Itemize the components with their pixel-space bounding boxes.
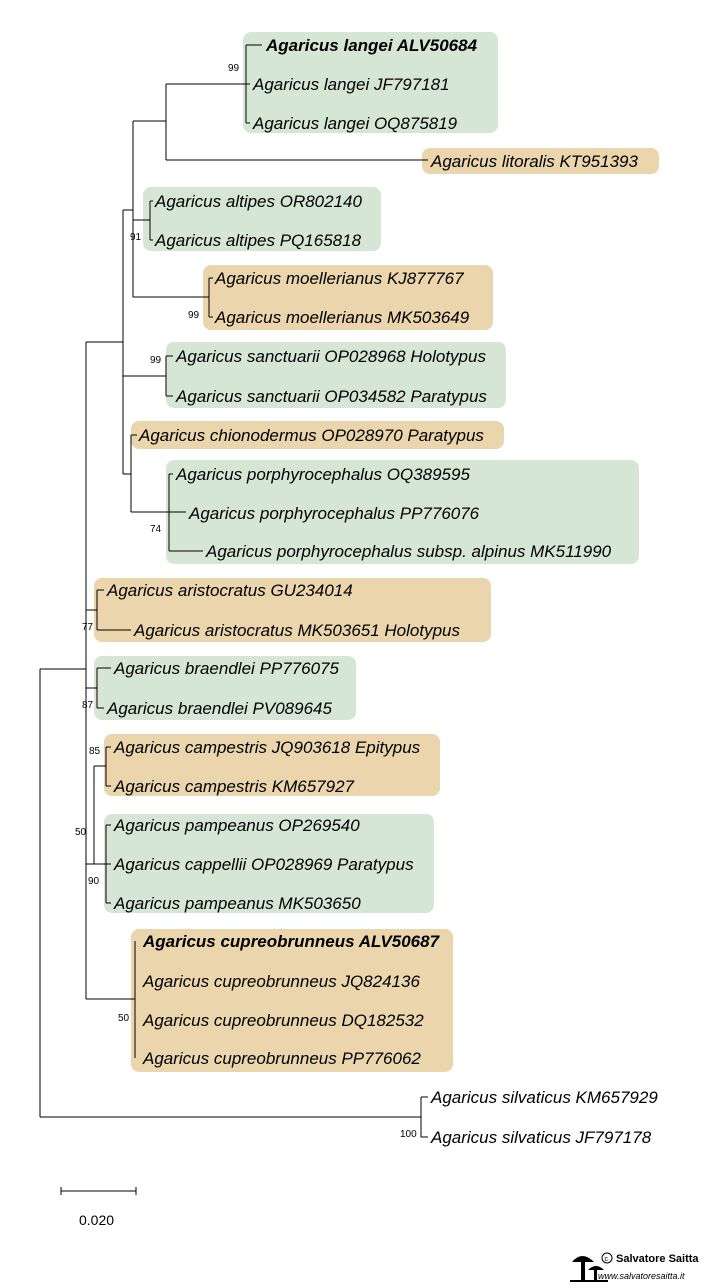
clade-box-cupreobrunneus <box>131 929 453 1072</box>
taxon-label: Agaricus pampeanus OP269540 <box>113 816 360 835</box>
bootstrap-value: 99 <box>228 63 240 74</box>
taxon-label: Agaricus cupreobrunneus PP776062 <box>142 1049 421 1068</box>
clade-box-aristocratus <box>94 578 491 642</box>
taxon-label: Agaricus aristocratus GU234014 <box>106 581 353 600</box>
taxon-label: Agaricus braendlei PP776075 <box>113 659 339 678</box>
taxon-label: Agaricus altipes OR802140 <box>154 192 363 211</box>
bootstrap-value: 91 <box>130 232 142 243</box>
bootstrap-value: 99 <box>188 310 200 321</box>
bootstrap-values: 99 91 99 99 74 77 87 85 50 90 50 100 <box>75 63 417 1140</box>
watermark-name: Salvatore Saitta <box>616 1253 699 1265</box>
scale-bar: 0.020 <box>60 1187 137 1228</box>
clade-box-langei <box>243 32 498 133</box>
bootstrap-value: 99 <box>150 355 162 366</box>
clade-box-altipes <box>143 187 381 251</box>
taxon-label: Agaricus altipes PQ165818 <box>154 231 362 250</box>
taxon-label: Agaricus langei ALV50684 <box>265 36 478 55</box>
taxon-labels: Agaricus langei ALV50684 Agaricus langei… <box>106 36 658 1147</box>
bootstrap-value: 50 <box>118 1013 130 1024</box>
taxon-label: Agaricus chionodermus OP028970 Paratypus <box>138 426 484 445</box>
taxon-label: Agaricus porphyrocephalus subsp. alpinus… <box>205 542 612 561</box>
copyright-glyph: c <box>605 1256 609 1263</box>
clade-box-campestris <box>104 734 440 796</box>
taxon-label: Agaricus campestris JQ903618 Epitypus <box>113 738 421 757</box>
taxon-label: Agaricus sanctuarii OP028968 Holotypus <box>175 347 486 366</box>
bootstrap-value: 90 <box>88 876 100 887</box>
taxon-label: Agaricus porphyrocephalus PP776076 <box>188 504 480 523</box>
taxon-label: Agaricus silvaticus KM657929 <box>430 1088 658 1107</box>
clade-box-sanctuarii <box>166 342 506 408</box>
taxon-label: Agaricus moellerianus KJ877767 <box>214 269 464 288</box>
taxon-label: Agaricus cupreobrunneus DQ182532 <box>142 1011 424 1030</box>
taxon-label: Agaricus langei JF797181 <box>252 75 450 94</box>
bootstrap-value: 87 <box>82 700 94 711</box>
bootstrap-value: 85 <box>89 746 101 757</box>
clade-box-litoralis <box>422 148 659 174</box>
clade-box-braendlei <box>94 656 356 720</box>
clade-box-chionodermus <box>131 421 504 449</box>
tree-branches <box>39 44 428 1138</box>
taxon-label: Agaricus cappellii OP028969 Paratypus <box>113 855 414 874</box>
taxon-label: Agaricus porphyrocephalus OQ389595 <box>175 465 470 484</box>
taxon-label: Agaricus sanctuarii OP034582 Paratypus <box>175 387 487 406</box>
scale-bar-label: 0.020 <box>79 1212 114 1228</box>
taxon-label: Agaricus braendlei PV089645 <box>106 699 332 718</box>
clade-box-pampeanus <box>104 814 434 913</box>
clade-box-porphyrocephalus <box>166 460 639 564</box>
taxon-label: Agaricus pampeanus MK503650 <box>113 894 361 913</box>
taxon-label: Agaricus silvaticus JF797178 <box>430 1128 652 1147</box>
watermark: c Salvatore Saitta www.salvatoresaitta.i… <box>570 1252 699 1282</box>
bootstrap-value: 74 <box>150 524 162 535</box>
taxon-label: Agaricus cupreobrunneus ALV50687 <box>142 932 441 951</box>
taxon-label: Agaricus campestris KM657927 <box>113 777 355 796</box>
bootstrap-value: 50 <box>75 827 87 838</box>
mushroom-logo-icon <box>570 1256 608 1282</box>
taxon-label: Agaricus cupreobrunneus JQ824136 <box>142 972 420 991</box>
clade-box-moellerianus <box>203 265 493 330</box>
taxon-label: Agaricus moellerianus MK503649 <box>214 308 470 327</box>
copyright-icon <box>601 1252 613 1264</box>
clade-boxes <box>94 32 659 1072</box>
taxon-label: Agaricus langei OQ875819 <box>252 114 458 133</box>
bootstrap-value: 100 <box>400 1129 417 1140</box>
taxon-label: Agaricus litoralis KT951393 <box>430 152 638 171</box>
watermark-url: www.salvatoresaitta.it <box>598 1271 685 1281</box>
taxon-label: Agaricus aristocratus MK503651 Holotypus <box>133 621 460 640</box>
bootstrap-value: 77 <box>82 622 94 633</box>
